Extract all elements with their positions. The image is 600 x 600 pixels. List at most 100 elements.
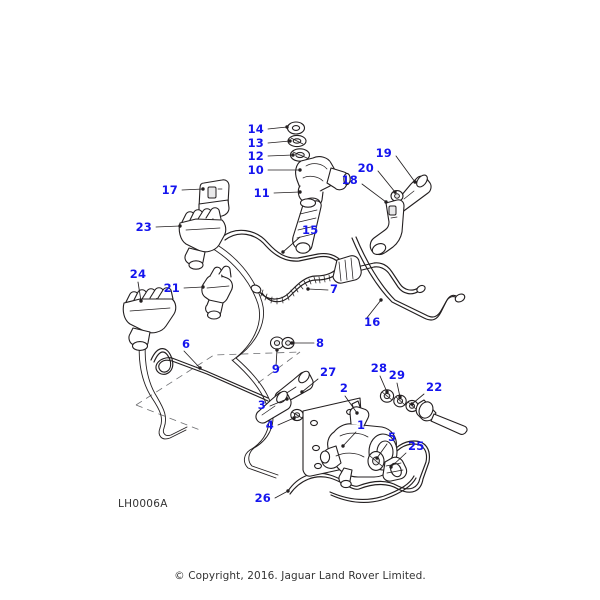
callout-label-18[interactable]: 18 [342, 173, 358, 187]
part-28-washer [379, 389, 395, 403]
callout-leader-dot-20 [393, 190, 397, 194]
callout-leader-28 [379, 375, 388, 393]
part-25-connector [382, 456, 408, 482]
callout-label-12[interactable]: 12 [248, 149, 264, 163]
callout-label-7[interactable]: 7 [330, 282, 338, 296]
callout-leader-dot-21 [201, 285, 205, 289]
callout-leader-24 [137, 281, 142, 302]
callout-leader-dot-4 [292, 416, 296, 420]
callout-22: 22 [410, 380, 442, 406]
callout-leader-dot-12 [291, 153, 295, 157]
callout-21: 21 [164, 281, 205, 295]
callout-label-15[interactable]: 15 [302, 223, 318, 237]
callout-6: 6 [182, 337, 202, 370]
callout-leader-dot-5 [375, 456, 379, 460]
callout-leader-26 [274, 490, 289, 499]
callout-leader-22 [411, 393, 425, 405]
part-7-flexible-hose [250, 265, 341, 305]
callout-15: 15 [281, 223, 318, 254]
callout-leader-19 [395, 155, 416, 183]
callout-label-16[interactable]: 16 [364, 315, 380, 329]
callout-11: 11 [254, 186, 302, 200]
callout-label-10[interactable]: 10 [248, 163, 264, 177]
callout-label-28[interactable]: 28 [371, 361, 387, 375]
callout-label-21[interactable]: 21 [164, 281, 180, 295]
callout-leader-dot-24 [139, 299, 143, 303]
callout-leader-dot-16 [379, 298, 383, 302]
pipe-junction-block [332, 255, 426, 295]
callout-label-3[interactable]: 3 [258, 398, 266, 412]
part-22-bolt [415, 399, 468, 435]
part-18-bracket [369, 199, 405, 256]
callout-label-22[interactable]: 22 [426, 380, 442, 394]
callout-leader-27 [301, 378, 319, 393]
callout-leader-dot-17 [201, 187, 205, 191]
callout-leader-29 [396, 382, 401, 398]
pipe-from-clip-23 [209, 242, 264, 361]
callout-leader-dot-11 [298, 190, 302, 194]
callout-13: 13 [248, 136, 292, 150]
callout-leader-dot-29 [398, 395, 402, 399]
brake-pipe-16 [351, 236, 466, 321]
callout-label-25[interactable]: 25 [408, 439, 424, 453]
callout-label-23[interactable]: 23 [136, 220, 152, 234]
callout-4: 4 [266, 416, 296, 432]
callout-label-13[interactable]: 13 [248, 136, 264, 150]
callout-9: 9 [272, 348, 280, 376]
callout-leader-dot-26 [286, 489, 290, 493]
callout-leader-20 [377, 170, 396, 193]
callout-leader-13 [267, 140, 291, 144]
callout-label-26[interactable]: 26 [255, 491, 271, 505]
callout-7: 7 [306, 282, 338, 296]
callout-leader-14 [267, 126, 288, 130]
callout-label-5[interactable]: 5 [388, 430, 396, 444]
callout-leader-dot-15 [281, 250, 285, 254]
callout-label-6[interactable]: 6 [182, 337, 190, 351]
copyright-notice: © Copyright, 2016. Jaguar Land Rover Lim… [174, 570, 426, 582]
callout-leader-12 [267, 154, 294, 157]
callout-leader-dot-19 [413, 180, 417, 184]
callout-leader-6 [183, 350, 201, 369]
callout-leader-4 [277, 417, 295, 426]
callout-leader-dot-23 [178, 224, 182, 228]
callout-label-2[interactable]: 2 [340, 381, 348, 395]
callout-8: 8 [290, 336, 324, 350]
callout-leader-7 [307, 288, 329, 291]
callout-leader-dot-6 [198, 366, 202, 370]
part-21-clip [201, 265, 233, 320]
callout-label-19[interactable]: 19 [376, 146, 392, 160]
callout-leader-21 [183, 286, 204, 289]
callout-27: 27 [300, 365, 336, 394]
callout-10: 10 [248, 163, 302, 177]
callout-label-20[interactable]: 20 [358, 161, 374, 175]
callout-leader-dot-1 [341, 444, 345, 448]
callout-24: 24 [130, 267, 146, 303]
vacuum-hose-26 [287, 440, 430, 504]
callout-label-24[interactable]: 24 [130, 267, 146, 281]
hose-braid-ribs [260, 271, 337, 305]
callout-leader-15 [282, 236, 301, 253]
callout-label-4[interactable]: 4 [266, 418, 274, 432]
callout-label-29[interactable]: 29 [389, 368, 405, 382]
callout-leader-1 [342, 431, 357, 447]
callout-leader-11 [273, 191, 301, 194]
callout-label-1[interactable]: 1 [357, 418, 365, 432]
part-13-seal [287, 134, 307, 148]
callout-label-17[interactable]: 17 [162, 183, 178, 197]
brake-pipe-15 [221, 229, 345, 268]
callout-20: 20 [358, 161, 397, 194]
callout-leader-16 [365, 299, 382, 320]
callout-label-8[interactable]: 8 [316, 336, 324, 350]
callout-label-14[interactable]: 14 [248, 122, 264, 136]
callout-1: 1 [341, 418, 365, 448]
callout-label-27[interactable]: 27 [320, 365, 336, 379]
callout-label-11[interactable]: 11 [254, 186, 270, 200]
part-23-clip [178, 207, 227, 270]
callout-leader-dot-22 [410, 402, 414, 406]
callout-label-9[interactable]: 9 [272, 362, 280, 376]
part-29-washer-a [393, 394, 407, 408]
callout-leader-dot-13 [288, 139, 292, 143]
